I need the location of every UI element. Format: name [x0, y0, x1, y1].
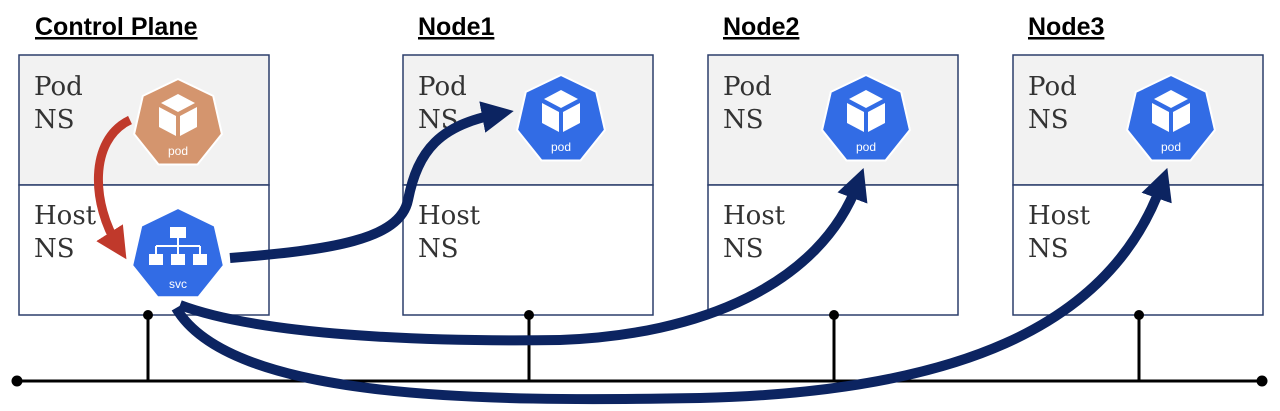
cube-icon: [159, 94, 197, 136]
node-2: Node2 Pod NS Host NS: [707, 13, 959, 381]
service-icon: svc: [131, 206, 225, 299]
network-bus: [11, 375, 1268, 387]
cube-icon: [1152, 90, 1190, 132]
pod-icon: pod: [133, 77, 223, 166]
host-ns-label-line2: NS: [34, 234, 75, 264]
pod-icon-label: pod: [551, 140, 571, 154]
host-ns-label-line1: Host: [723, 201, 786, 231]
host-ns-label-line2: NS: [723, 234, 764, 264]
pod-ns-label-line2: NS: [723, 105, 764, 135]
cube-icon: [847, 90, 885, 132]
pod-ns-label-line2: NS: [1028, 105, 1069, 135]
host-ns-label-line1: Host: [1028, 201, 1091, 231]
host-ns-label-line1: Host: [418, 201, 481, 231]
node-title: Node3: [1028, 13, 1104, 41]
pod-icon-label: pod: [168, 144, 188, 158]
node-3: Node3 Pod NS Host NS: [1012, 13, 1264, 381]
host-ns-area: [402, 184, 654, 316]
arrow-svc-to-node1-pod: [229, 101, 514, 263]
pod-icon: pod: [821, 73, 911, 162]
host-ns-label-line1: Host: [34, 201, 97, 231]
pod-ns-label-line1: Pod: [723, 72, 772, 102]
cube-icon: [542, 90, 580, 132]
pod-ns-label-line2: NS: [34, 105, 75, 135]
node-title: Control Plane: [35, 13, 198, 41]
pod-icon: pod: [1126, 73, 1216, 162]
pod-icon-label: pod: [856, 140, 876, 154]
node-title: Node2: [723, 13, 799, 41]
host-ns-label-line2: NS: [1028, 234, 1069, 264]
hierarchy-icon: [149, 227, 207, 265]
pod-ns-label-line1: Pod: [34, 72, 83, 102]
arrow-svc-to-node2-pod: [178, 168, 868, 346]
pod-icon-label: pod: [1161, 140, 1181, 154]
svc-icon-label: svc: [169, 277, 187, 291]
node-1: Node1 Pod NS Host NS: [402, 13, 654, 381]
node-control-plane: Control Plane Pod NS Host NS: [18, 13, 270, 381]
arrow-pod-to-svc: [93, 115, 133, 260]
host-ns-label-line2: NS: [418, 234, 459, 264]
traffic-arrows: [93, 101, 1172, 405]
node-title: Node1: [418, 13, 495, 41]
pod-ns-label-line1: Pod: [1028, 72, 1077, 102]
pod-ns-label-line1: Pod: [418, 72, 467, 102]
host-ns-area: [1012, 184, 1264, 316]
arrow-svc-to-node3-pod: [171, 167, 1172, 405]
pod-icon: pod: [516, 73, 606, 162]
